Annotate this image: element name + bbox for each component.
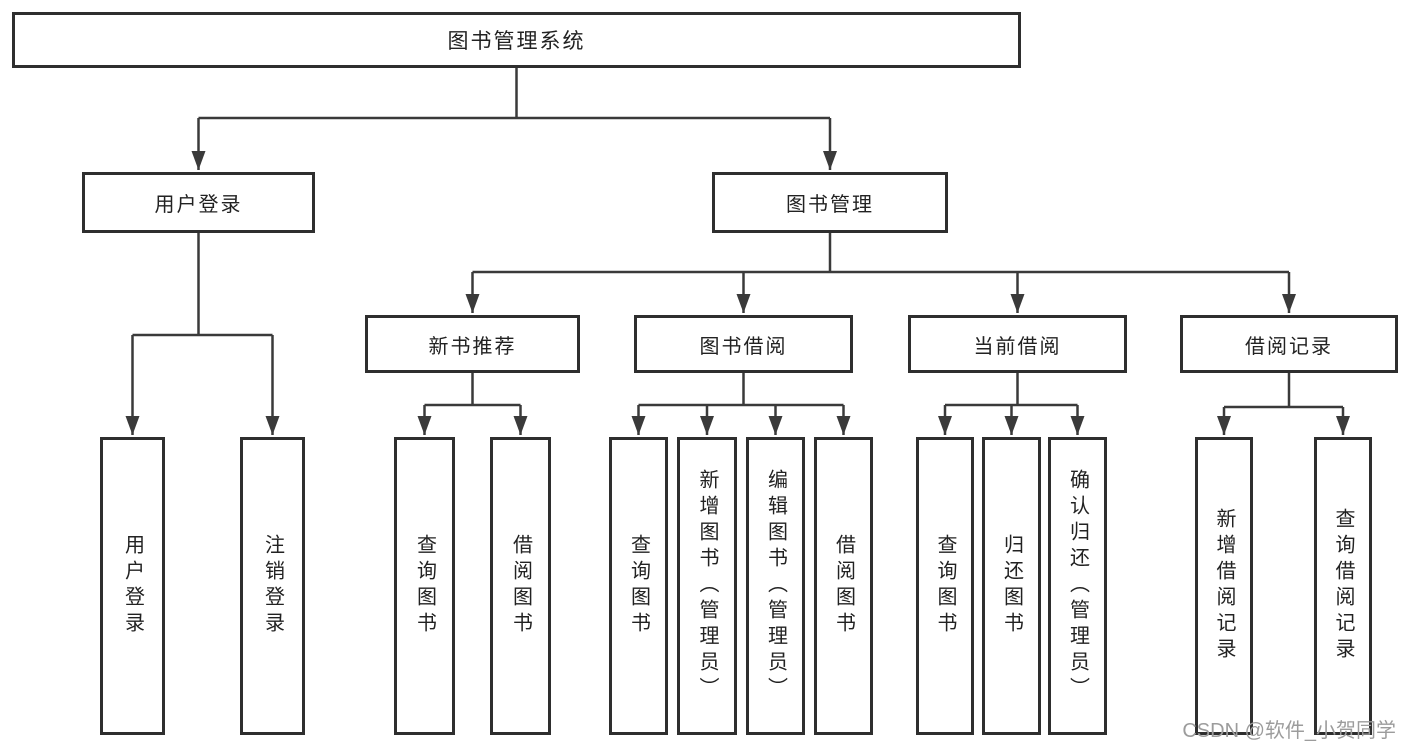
node-label: 查询图书	[413, 534, 436, 638]
node-label: 用户登录	[154, 194, 243, 216]
node-label: 当前借阅	[973, 335, 1062, 358]
node-label: 归还图书	[1000, 534, 1023, 638]
node-label: 用户登录	[121, 534, 144, 638]
node-label: 确认归还（管理员）	[1066, 469, 1089, 703]
node-book-borrowing: 图书借阅	[634, 315, 853, 373]
leaf-query-books-current: 查询图书	[916, 437, 974, 735]
leaf-borrow-books-recommend: 借阅图书	[490, 437, 551, 735]
leaf-add-book-admin: 新增图书（管理员）	[677, 437, 737, 735]
node-label: 借阅图书	[832, 534, 855, 638]
leaf-return-books: 归还图书	[982, 437, 1041, 735]
node-library-management-system: 图书管理系统	[12, 12, 1021, 68]
leaf-edit-book-admin: 编辑图书（管理员）	[746, 437, 805, 735]
node-label: 新增图书（管理员）	[696, 469, 718, 703]
leaf-query-borrow-record: 查询借阅记录	[1314, 437, 1372, 735]
leaf-user-login: 用户登录	[100, 437, 165, 735]
csdn-watermark: CSDN @软件_小贺同学	[1182, 720, 1396, 742]
node-label: 图书管理	[786, 194, 874, 216]
node-book-management: 图书管理	[712, 172, 948, 233]
leaf-query-books-borrow: 查询图书	[609, 437, 668, 735]
node-label: 注销登录	[261, 534, 284, 638]
node-label: 图书借阅	[699, 335, 788, 358]
node-label: 编辑图书（管理员）	[764, 469, 787, 703]
leaf-logout: 注销登录	[240, 437, 305, 735]
node-label: 借阅图书	[509, 534, 532, 638]
leaf-borrow-books: 借阅图书	[814, 437, 873, 735]
node-new-book-recommendation: 新书推荐	[365, 315, 580, 373]
node-current-borrowing: 当前借阅	[908, 315, 1127, 373]
node-user-login: 用户登录	[82, 172, 315, 233]
leaf-add-borrow-record: 新增借阅记录	[1195, 437, 1253, 735]
leaf-confirm-return-admin: 确认归还（管理员）	[1048, 437, 1107, 735]
node-label: 查询图书	[627, 534, 650, 638]
node-label: 新书推荐	[428, 335, 517, 358]
node-borrowing-records: 借阅记录	[1180, 315, 1398, 373]
node-label: 查询图书	[934, 534, 956, 638]
node-label: 新增借阅记录	[1213, 508, 1235, 664]
node-label: 图书管理系统	[447, 30, 586, 53]
node-label: 借阅记录	[1245, 335, 1333, 358]
node-label: 查询借阅记录	[1332, 508, 1354, 664]
leaf-query-books-recommend: 查询图书	[394, 437, 455, 735]
